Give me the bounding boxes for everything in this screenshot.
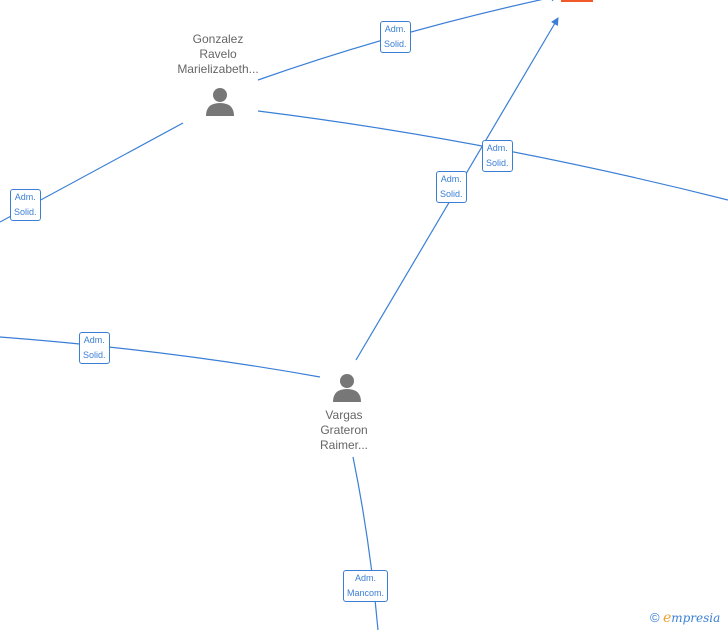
person-name-line: Ravelo (199, 47, 237, 61)
edge-role-line: Adm. (486, 143, 508, 153)
brand-logo-text: mpresia (671, 611, 721, 625)
edge-role-line: Adm. (384, 24, 406, 34)
edge-role-label[interactable]: Adm. Solid. (380, 21, 411, 53)
person-name-gonzalez[interactable]: Gonzalez Ravelo Marielizabeth... (163, 32, 273, 77)
edge-vargas-left[interactable] (0, 336, 321, 378)
company-node[interactable] (561, 0, 593, 2)
person-name-line: Raimer... (319, 438, 368, 452)
edge-role-line: Solid. (14, 207, 37, 217)
edge-role-line: Solid. (83, 350, 106, 360)
edge-role-label[interactable]: Adm. Solid. (10, 189, 41, 221)
brand-logo[interactable]: © empresia (650, 610, 720, 626)
person-icon[interactable] (331, 372, 363, 404)
edge-role-label[interactable]: Adm. Solid. (436, 171, 467, 203)
person-name-line: Gonzalez (192, 32, 244, 46)
copyright-symbol: © (650, 610, 660, 625)
edge-role-line: Adm. (440, 174, 462, 184)
person-name-line: Grateron (320, 423, 368, 437)
person-name-line: Marielizabeth... (177, 62, 259, 76)
edge-vargas-bottom[interactable] (352, 456, 379, 630)
edge-role-line: Adm. (83, 335, 105, 345)
edge-role-label[interactable]: Adm. Solid. (79, 332, 110, 364)
person-name-line: Vargas (325, 408, 363, 422)
brand-logo-e: e (662, 610, 672, 626)
edge-role-label[interactable]: Adm. Solid. (482, 140, 513, 172)
edge-role-line: Solid. (486, 158, 509, 168)
edge-role-line: Mancom. (347, 588, 385, 598)
edge-role-line: Solid. (440, 189, 463, 199)
person-name-vargas[interactable]: Vargas Grateron Raimer... (289, 408, 399, 453)
edge-role-line: Solid. (384, 39, 407, 49)
edge-role-line: Adm. (14, 192, 36, 202)
edge-role-label[interactable]: Adm. Mancom. (343, 570, 389, 602)
person-icon[interactable] (204, 86, 236, 118)
edge-role-line: Adm. (355, 573, 377, 583)
